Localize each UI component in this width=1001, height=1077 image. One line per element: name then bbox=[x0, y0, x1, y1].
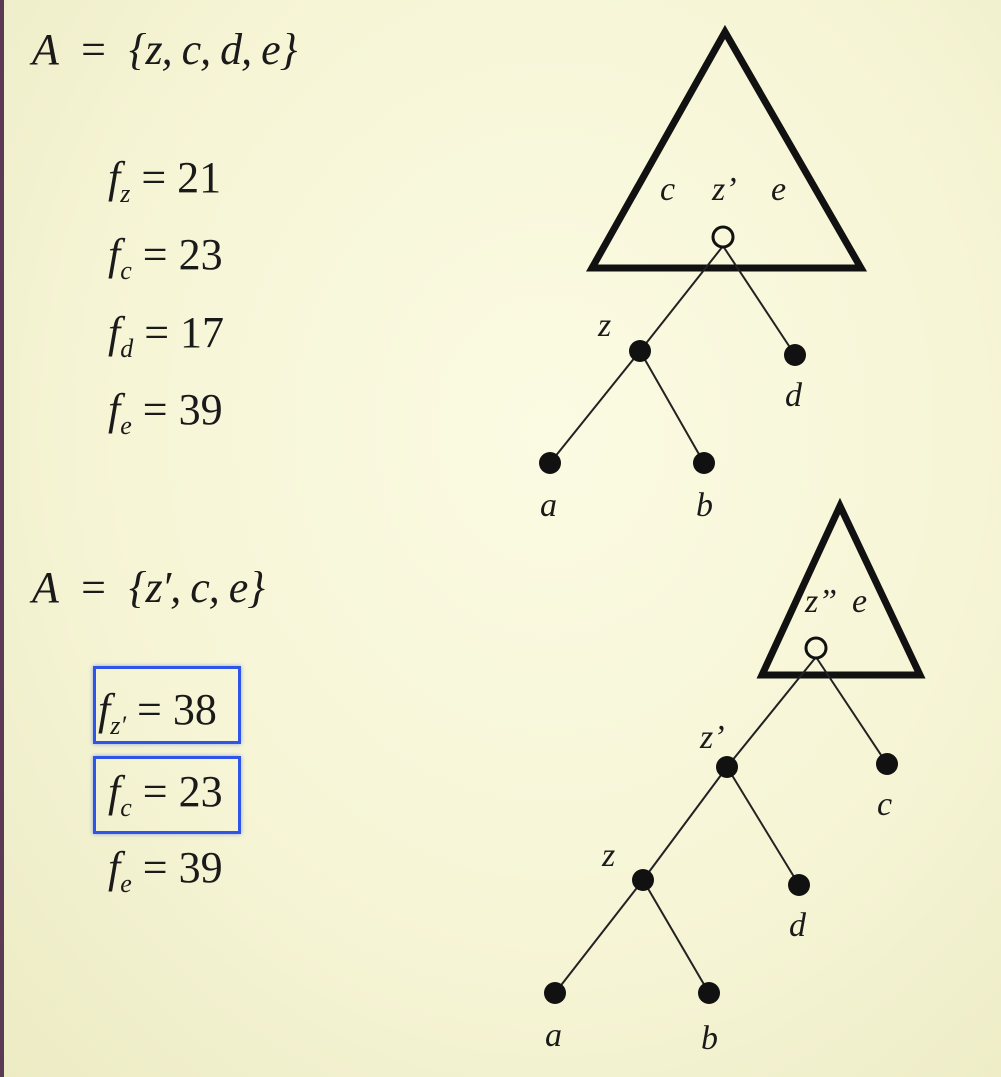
tree2-label-d: d bbox=[789, 907, 807, 944]
tree-2: z” e z’ c z d a b bbox=[544, 497, 926, 1057]
tree1-edge-z-b bbox=[639, 350, 705, 464]
tree-1: c z’ e z d a b bbox=[539, 24, 868, 524]
tree2-node-z bbox=[632, 869, 654, 891]
tree1-label-z: z bbox=[597, 307, 611, 344]
tree1-label-e: e bbox=[771, 171, 786, 208]
set-a-first-lhs: A bbox=[32, 25, 58, 74]
set-a-second-lhs: A bbox=[32, 563, 58, 612]
tree2-node-c bbox=[876, 753, 898, 775]
tree2-edge-z-b bbox=[642, 879, 710, 994]
left-edge-border bbox=[0, 0, 4, 1077]
tree2-root-node bbox=[804, 636, 828, 660]
tree1-label-b: b bbox=[696, 487, 713, 524]
tree2-label-e: e bbox=[852, 583, 867, 620]
tree1-label-d: d bbox=[785, 377, 803, 414]
tree1-subtree-triangle bbox=[586, 24, 868, 272]
tree1-edge-z-a bbox=[549, 350, 641, 464]
freq-e: fe = 39 bbox=[108, 385, 223, 440]
tree2-label-zdoubleprime: z” bbox=[804, 583, 837, 620]
highlight-box-c bbox=[93, 756, 241, 834]
tree1-label-c: c bbox=[660, 171, 675, 208]
set-a-first-rhs: {z, c, d, e} bbox=[128, 25, 297, 74]
tree2-edge-zprime-d bbox=[726, 766, 800, 886]
freq-e-second: fe = 39 bbox=[108, 843, 223, 898]
tree1-label-a: a bbox=[540, 487, 557, 524]
freq-c-second: fc = 23 bbox=[108, 767, 223, 822]
tree2-label-c: c bbox=[877, 786, 892, 823]
tree2-label-b: b bbox=[701, 1020, 718, 1057]
tree2-node-d bbox=[788, 874, 810, 896]
tree2-node-b bbox=[698, 982, 720, 1004]
tree1-node-z bbox=[629, 340, 651, 362]
tree2-edge-z-a bbox=[554, 879, 644, 994]
set-a-first: A = {z, c, d, e} bbox=[32, 25, 297, 74]
tree2-label-zprime: z’ bbox=[699, 719, 725, 756]
tree1-edge-root-d bbox=[722, 245, 796, 356]
tree1-node-d bbox=[784, 344, 806, 366]
tree2-edge-zprime-z bbox=[642, 766, 728, 881]
tree2-node-zprime bbox=[716, 756, 738, 778]
tree1-label-zprime: z’ bbox=[711, 171, 737, 208]
freq-d: fd = 17 bbox=[108, 308, 225, 363]
tree2-node-a bbox=[544, 982, 566, 1004]
tree2-label-z: z bbox=[601, 837, 615, 874]
freq-z: fz = 21 bbox=[108, 153, 222, 208]
highlight-box-zprime bbox=[93, 666, 241, 744]
freq-c: fc = 23 bbox=[108, 230, 223, 285]
tree1-edge-root-z bbox=[639, 245, 724, 352]
set-a-second-eq: = bbox=[81, 563, 106, 612]
set-a-second: A = {z′, c, e} bbox=[32, 563, 265, 612]
set-a-second-rhs: {z′, c, e} bbox=[128, 563, 265, 612]
tree2-edge-root-c bbox=[815, 656, 888, 765]
tree1-node-b bbox=[693, 452, 715, 474]
set-a-first-eq: = bbox=[81, 25, 106, 74]
tree2-edge-root-zprime bbox=[726, 656, 817, 768]
tree1-root-node bbox=[711, 225, 735, 249]
tree2-label-a: a bbox=[545, 1017, 562, 1054]
tree2-subtree-triangle bbox=[756, 497, 926, 679]
tree1-node-a bbox=[539, 452, 561, 474]
freq-zprime: fz′ = 38 bbox=[98, 685, 217, 740]
